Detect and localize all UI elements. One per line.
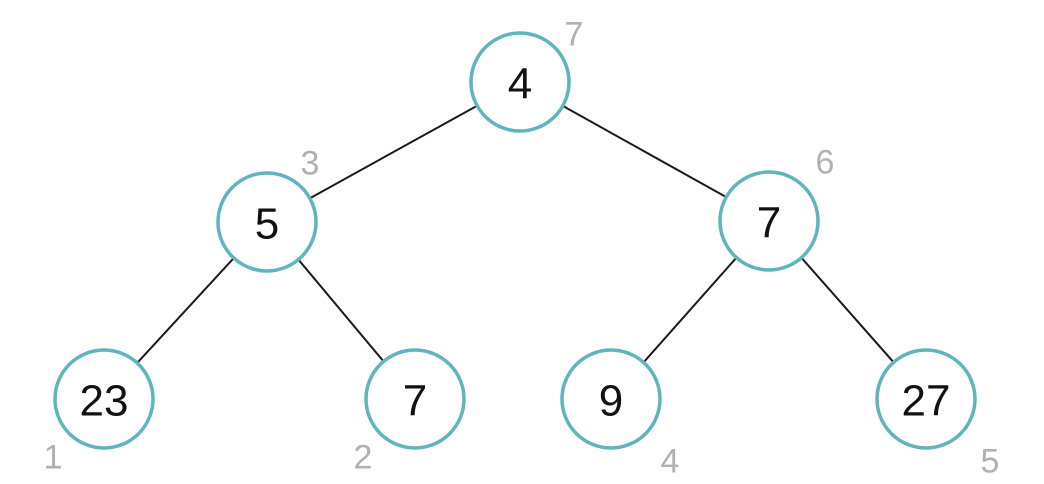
- tree-node-circle-left: [216, 171, 318, 273]
- tree-annotations-layer: 7 3 6 1 2 4 5: [44, 15, 1000, 480]
- tree-nodes-layer: 4 5 7 23 7 9 27: [53, 31, 977, 450]
- tree-node-circle-left-right: [364, 348, 466, 450]
- tree-node-left: 5: [216, 171, 318, 273]
- tree-node-circle-left-left: [53, 348, 155, 450]
- tree-node-circle-root: [469, 31, 571, 133]
- tree-node-value-left-right: 7: [403, 376, 427, 425]
- tree-node-right: 7: [718, 170, 820, 272]
- tree-node-value-root: 4: [508, 59, 532, 108]
- tree-node-right-left: 9: [560, 348, 662, 450]
- tree-node-value-right-left: 9: [599, 376, 623, 425]
- tree-node-order-annotation-root: 7: [565, 15, 584, 53]
- tree-node-order-annotation-right-right: 5: [981, 442, 1000, 480]
- tree-node-order-annotation-right-left: 4: [661, 442, 680, 480]
- tree-node-order-annotation-right: 6: [816, 143, 835, 181]
- tree-node-right-right: 27: [875, 348, 977, 450]
- tree-node-circle-right-left: [560, 348, 662, 450]
- tree-node-circle-right: [718, 170, 820, 272]
- tree-node-circle-right-right: [875, 348, 977, 450]
- tree-node-order-annotation-left: 3: [301, 144, 320, 182]
- tree-node-left-left: 23: [53, 348, 155, 450]
- tree-node-order-annotation-left-right: 2: [354, 438, 373, 476]
- tree-node-value-right-right: 27: [902, 376, 951, 425]
- tree-node-left-right: 7: [364, 348, 466, 450]
- tree-node-value-right: 7: [757, 198, 781, 247]
- tree-node-root: 4: [469, 31, 571, 133]
- tree-node-value-left: 5: [255, 199, 279, 248]
- tree-node-value-left-left: 23: [80, 376, 129, 425]
- tree-node-order-annotation-left-left: 1: [44, 438, 63, 476]
